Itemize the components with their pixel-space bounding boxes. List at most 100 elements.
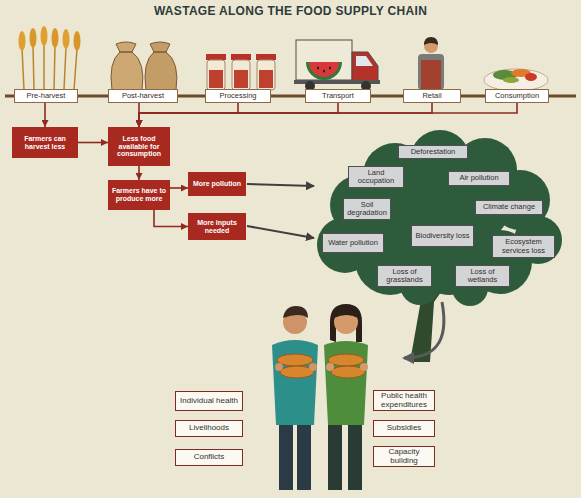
diagram-title: WASTAGE ALONG THE FOOD SUPPLY CHAIN xyxy=(0,4,581,18)
jars-illustration xyxy=(206,54,276,90)
impact-box: More inputs needed xyxy=(188,213,246,240)
people-illustration xyxy=(328,420,342,490)
environment-box: Deforestation xyxy=(398,145,468,159)
arrow-to-people xyxy=(404,302,444,358)
truck-illustration xyxy=(352,52,378,82)
node-text: Public health expenditures xyxy=(377,392,431,409)
jars-illustration xyxy=(256,54,276,60)
node-text: Air pollution xyxy=(459,174,498,182)
node-text: Loss of grasslands xyxy=(380,268,429,284)
effect-box: Livelihoods xyxy=(175,420,243,437)
arrow-to-tree xyxy=(247,184,314,238)
truck-illustration xyxy=(317,66,319,69)
people-illustration xyxy=(280,366,314,378)
shopkeeper-illustration xyxy=(421,60,441,90)
sacks-illustration xyxy=(111,42,143,90)
people-illustration xyxy=(275,363,283,371)
stage-label: Post-harvest xyxy=(108,89,178,103)
people-illustration xyxy=(330,304,362,342)
sacks-illustration xyxy=(145,42,177,90)
node-text: Water pollution xyxy=(328,239,378,247)
connector xyxy=(138,103,140,127)
wheat-illustration xyxy=(52,28,59,48)
shopkeeper-illustration xyxy=(424,37,438,45)
sacks-illustration xyxy=(111,42,177,90)
environment-box: Land occupation xyxy=(348,166,404,188)
impact-box: More pollution xyxy=(188,172,246,196)
wheat-illustration xyxy=(30,28,37,48)
effect-box: Conflicts xyxy=(175,449,243,466)
connector xyxy=(170,187,188,189)
node-text: Climate change xyxy=(483,203,535,211)
truck-illustration xyxy=(296,40,352,80)
people-illustration xyxy=(360,363,368,371)
effect-box: Public health expenditures xyxy=(373,390,435,411)
arrow-to-tree xyxy=(247,184,314,186)
node-text: Land occupation xyxy=(351,169,401,185)
environment-box: Water pollution xyxy=(322,233,384,253)
tree-illustration xyxy=(317,130,562,362)
effect-box: Capacity building xyxy=(373,446,435,467)
wheat-illustration xyxy=(74,31,81,51)
node-text: Conflicts xyxy=(194,453,225,462)
node-text: More inputs needed xyxy=(191,219,243,234)
connector xyxy=(138,166,140,180)
node-text: Less food available for consumption xyxy=(111,135,167,158)
node-text: Livelihoods xyxy=(189,424,229,433)
node-text: Post-harvest xyxy=(122,92,164,100)
people-illustration xyxy=(331,366,365,378)
wheat-illustration xyxy=(63,29,70,49)
plate-illustration xyxy=(484,69,548,91)
arrow-to-tree xyxy=(247,226,314,238)
jars-illustration xyxy=(207,60,225,90)
wheat-illustration xyxy=(41,26,48,46)
connector xyxy=(154,210,188,227)
shopkeeper-illustration xyxy=(418,54,444,90)
people-illustration xyxy=(324,341,368,425)
wheat-illustration xyxy=(22,48,24,90)
people-illustration xyxy=(348,420,362,490)
connector xyxy=(139,103,238,127)
jars-illustration xyxy=(259,70,273,88)
node-text: Transport xyxy=(322,92,354,100)
people-illustration xyxy=(328,354,364,366)
effect-box: Subsidies xyxy=(373,420,435,437)
plate-illustration xyxy=(503,77,519,83)
environment-box: Loss of grasslands xyxy=(377,265,432,287)
stage-label: Processing xyxy=(205,89,271,103)
node-text: Processing xyxy=(219,92,256,100)
sacks-illustration xyxy=(153,51,167,53)
impact-box: Farmers can harvest less xyxy=(12,127,78,158)
node-text: Farmers have to produce more xyxy=(111,187,167,202)
impact-box: Farmers have to produce more xyxy=(108,180,170,210)
connector xyxy=(44,103,46,127)
wheat-illustration xyxy=(64,47,66,90)
truck-illustration xyxy=(323,69,325,72)
jars-illustration xyxy=(232,60,250,90)
plate-illustration xyxy=(525,73,537,81)
stage-label: Pre-harvest xyxy=(14,89,78,103)
shopkeeper-illustration xyxy=(418,37,444,90)
node-text: Soil degradation xyxy=(346,201,388,217)
environment-box: Biodiversity loss xyxy=(411,225,474,247)
effect-box: Individual health xyxy=(175,391,243,411)
wheat-illustration xyxy=(54,46,55,90)
truck-illustration xyxy=(309,62,339,77)
people-illustration xyxy=(297,420,311,490)
people-illustration xyxy=(272,340,318,425)
connector xyxy=(78,142,108,144)
environment-box: Loss of wetlands xyxy=(455,265,510,287)
jars-illustration xyxy=(257,60,275,90)
truck-illustration xyxy=(329,66,331,69)
node-text: Pre-harvest xyxy=(27,92,66,100)
people-illustration xyxy=(272,304,368,490)
node-text: Loss of wetlands xyxy=(458,268,507,284)
sacks-illustration xyxy=(119,51,133,53)
wheat-illustration xyxy=(33,46,34,90)
wheat-illustration xyxy=(19,31,26,51)
people-illustration xyxy=(326,363,334,371)
environment-box: Air pollution xyxy=(448,171,510,186)
connector xyxy=(139,103,432,127)
